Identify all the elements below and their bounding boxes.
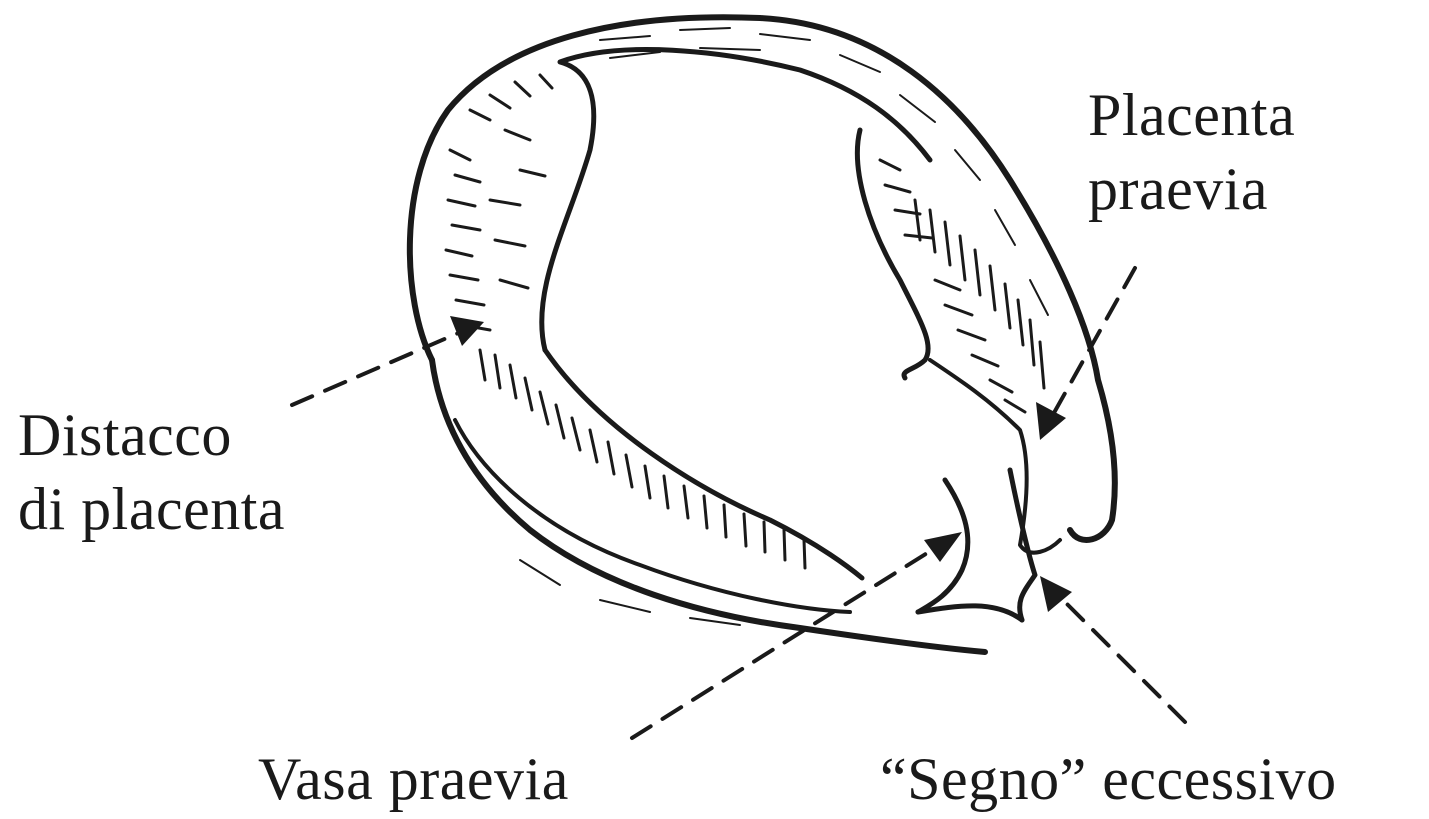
arrowhead-distacco: [450, 316, 484, 346]
placenta-praevia-inner: [930, 360, 1060, 553]
placenta-praevia-line-1: Placenta: [1088, 78, 1295, 152]
cervix-bottom: [918, 606, 1022, 620]
pointer-distacco: [292, 328, 470, 405]
distacco-line-2: di placenta: [18, 472, 285, 546]
pointer-segno: [1048, 585, 1185, 722]
distacco-label: Distacco di placenta: [18, 398, 285, 546]
distacco-line-1: Distacco: [18, 398, 285, 472]
placenta-praevia-label: Placenta praevia: [1088, 78, 1295, 226]
arrowhead-placenta-praevia: [1036, 402, 1066, 440]
vasa-praevia-label: Vasa praevia: [258, 742, 569, 816]
placenta-praevia-line-2: praevia: [1088, 152, 1295, 226]
pointer-placenta-praevia: [1050, 268, 1135, 420]
uterine-wall-outer: [410, 17, 1115, 540]
lower-wall-outer: [432, 360, 985, 652]
pointer-vasa-praevia: [632, 540, 948, 738]
arrowhead-vasa-praevia: [924, 532, 962, 562]
cervix-right: [1010, 470, 1035, 620]
uterine-wall-inner: [542, 50, 930, 350]
segno-eccessivo-label: “Segno” eccessivo: [880, 742, 1337, 816]
placenta-hatching-left: [446, 75, 805, 568]
